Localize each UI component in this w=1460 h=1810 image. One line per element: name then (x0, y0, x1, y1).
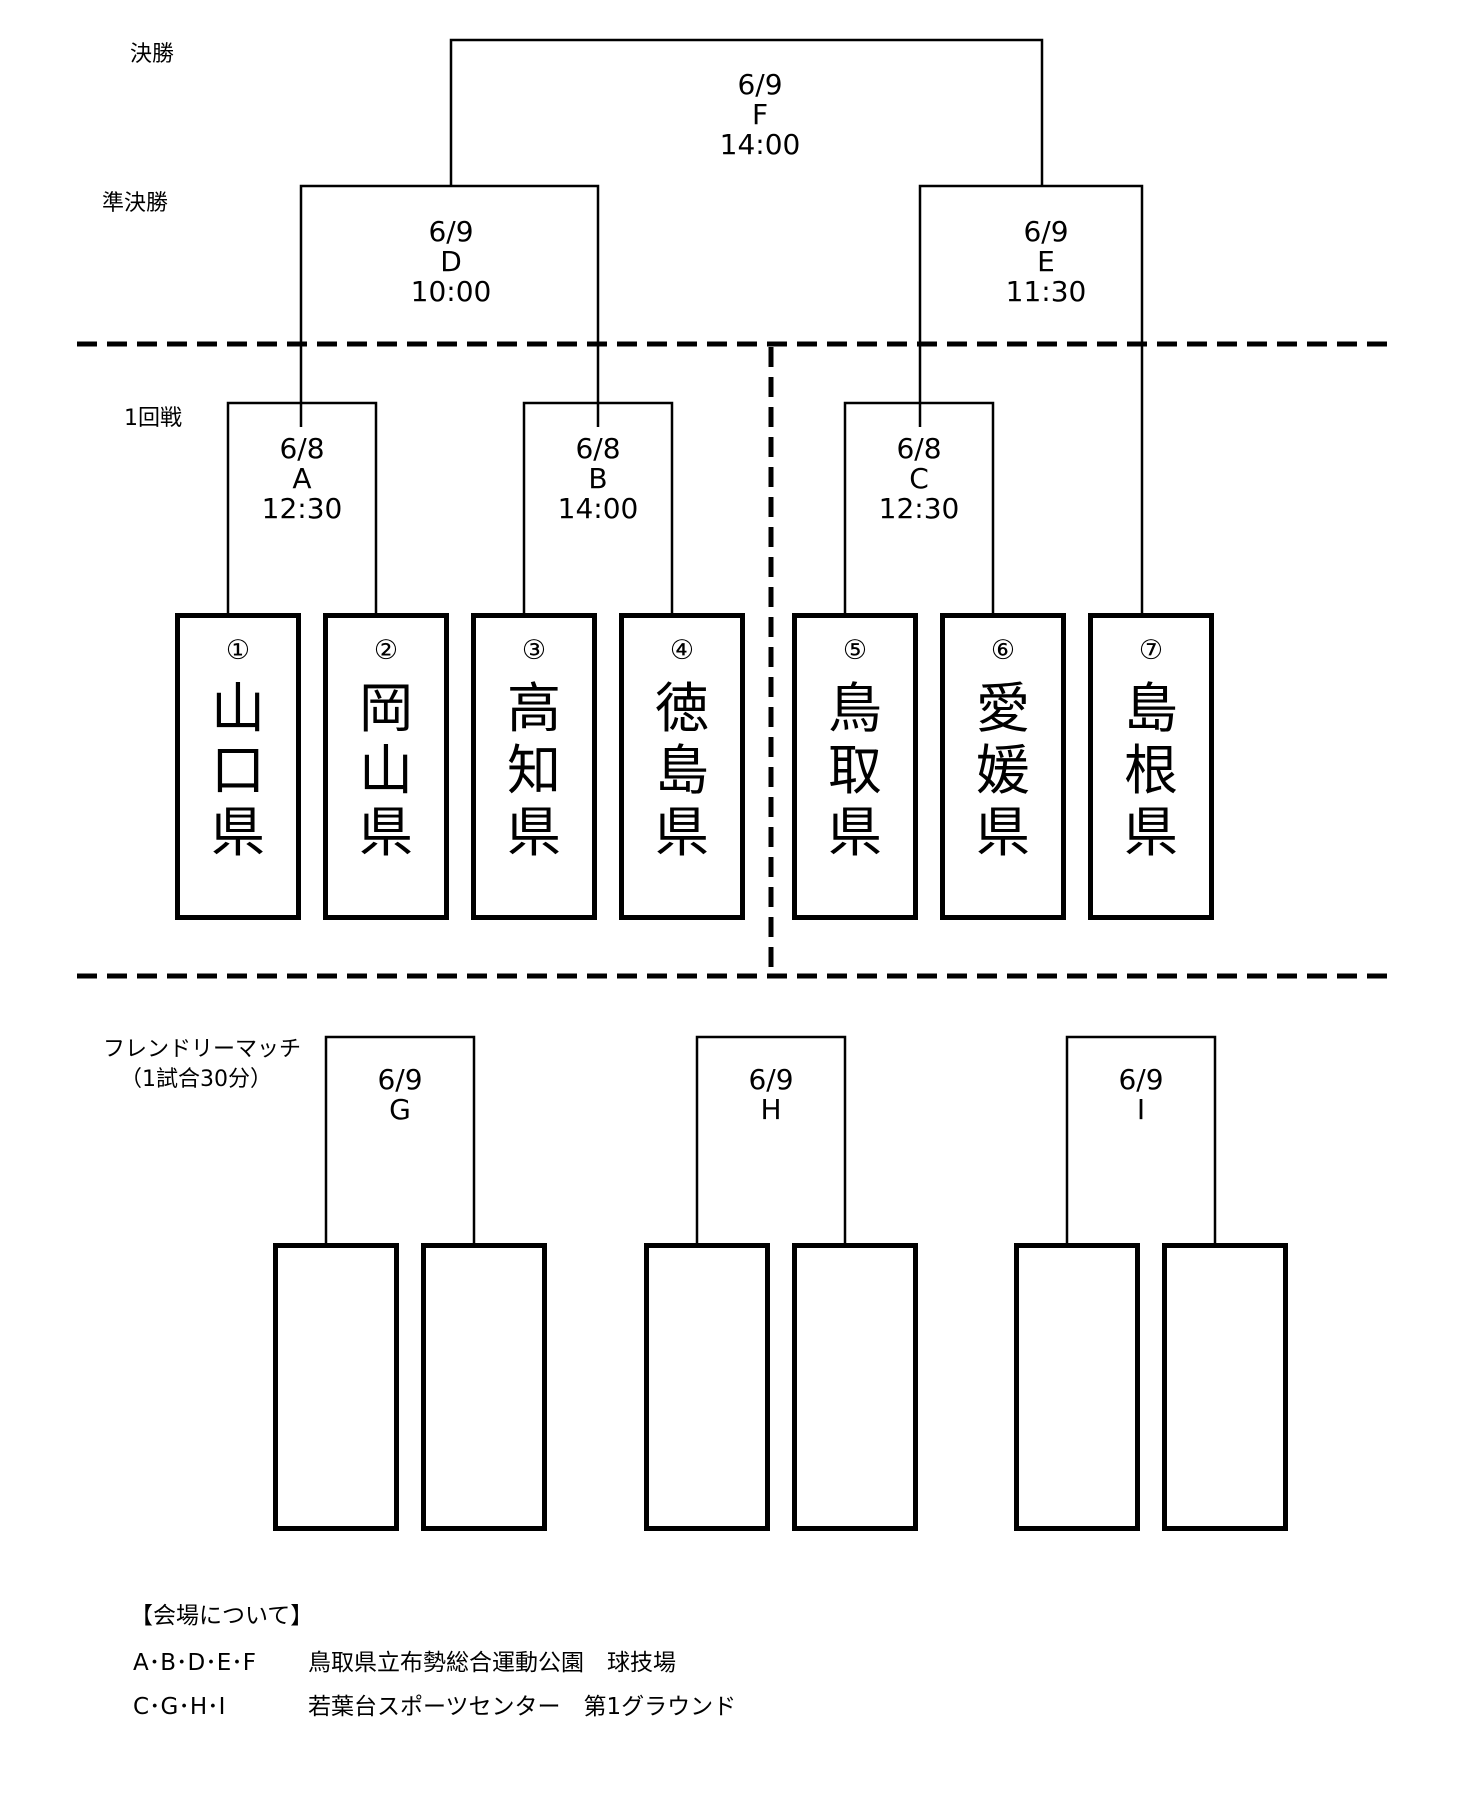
team-box: ① 山 口 県 (175, 613, 301, 920)
team-box: ⑥ 愛 媛 県 (940, 613, 1066, 920)
match-h-info: 6/9 H (661, 1065, 881, 1125)
match-f-time: 14:00 (719, 128, 801, 161)
match-e-info: 6/9 E 11:30 (936, 217, 1156, 307)
friendly-team-box (273, 1243, 399, 1531)
team-seed: ② (373, 635, 399, 666)
team-box: ④ 徳 島 県 (619, 613, 745, 920)
team-seed: ③ (521, 635, 547, 666)
match-c-info: 6/8 C 12:30 (809, 434, 1029, 524)
match-a-date: 6/8 (279, 432, 325, 465)
match-a-info: 6/8 A 12:30 (192, 434, 412, 524)
match-a-time: 12:30 (261, 492, 343, 525)
match-g-code: G (389, 1093, 411, 1126)
match-b-date: 6/8 (575, 432, 621, 465)
round-label-semifinal: 準決勝 (102, 191, 169, 216)
match-c-date: 6/8 (896, 432, 942, 465)
match-g-date: 6/9 (377, 1063, 423, 1096)
match-b-time: 14:00 (557, 492, 639, 525)
match-c-connector (843, 401, 995, 615)
match-i-code: I (1136, 1093, 1146, 1126)
team-box: ⑦ 島 根 県 (1088, 613, 1214, 920)
match-i-date: 6/9 (1118, 1063, 1164, 1096)
team-name: 徳 島 県 (655, 677, 709, 864)
round-label-friendly-note: （1試合30分） (120, 1067, 272, 1092)
match-e-date: 6/9 (1023, 215, 1069, 248)
team-name: 山 口 県 (211, 677, 265, 864)
match-g-info: 6/9 G (290, 1065, 510, 1125)
match-g-connector (324, 1035, 476, 1245)
team-name: 高 知 県 (507, 677, 561, 864)
match-a-connector (226, 401, 378, 615)
team-name: 岡 山 県 (359, 677, 413, 864)
friendly-team-box (421, 1243, 547, 1531)
venue-heading: 【会場について】 (130, 1603, 314, 1629)
round-label-friendly: フレンドリーマッチ (103, 1037, 302, 1062)
match-d-code: D (440, 245, 462, 278)
match-d-date: 6/9 (428, 215, 474, 248)
match-f-date: 6/9 (737, 68, 783, 101)
final-connector (449, 38, 1044, 186)
match-c-code: C (909, 462, 929, 495)
semifinal-d-connector (299, 184, 600, 427)
team-box: ② 岡 山 県 (323, 613, 449, 920)
match-e-time: 11:30 (1005, 275, 1087, 308)
match-h-date: 6/9 (748, 1063, 794, 1096)
match-d-info: 6/9 D 10:00 (341, 217, 561, 307)
team-seed: ⑦ (1138, 635, 1164, 666)
venue-row2-place: 若葉台スポーツセンター 第1グラウンド (308, 1694, 737, 1720)
friendly-team-box (1014, 1243, 1140, 1531)
team-box: ⑤ 鳥 取 県 (792, 613, 918, 920)
round-label-first-round: 1回戦 (124, 406, 182, 431)
match-e-code: E (1037, 245, 1055, 278)
team-name: 鳥 取 県 (828, 677, 882, 864)
round-label-final: 決勝 (130, 42, 175, 67)
venue-row2-codes: C･G･H･I (133, 1694, 226, 1720)
match-f-info: 6/9 F 14:00 (650, 70, 870, 160)
match-b-connector (522, 401, 674, 615)
friendly-team-box (792, 1243, 918, 1531)
team-seed: ① (225, 635, 251, 666)
match-i-info: 6/9 I (1031, 1065, 1251, 1125)
venue-row1-codes: A･B･D･E･F (133, 1650, 256, 1676)
match-b-info: 6/8 B 14:00 (488, 434, 708, 524)
team-box: ③ 高 知 県 (471, 613, 597, 920)
match-f-code: F (751, 98, 769, 131)
match-c-time: 12:30 (878, 492, 960, 525)
team-seed: ⑤ (842, 635, 868, 666)
team-name: 愛 媛 県 (976, 677, 1030, 864)
match-d-time: 10:00 (410, 275, 492, 308)
semifinal-e-connector (918, 184, 1144, 615)
match-b-code: B (588, 462, 608, 495)
friendly-team-box (1162, 1243, 1288, 1531)
match-a-code: A (292, 462, 312, 495)
venue-row1-place: 鳥取県立布勢総合運動公園 球技場 (308, 1650, 676, 1676)
team-seed: ⑥ (990, 635, 1016, 666)
match-h-connector (695, 1035, 847, 1245)
friendly-team-box (644, 1243, 770, 1531)
match-h-code: H (760, 1093, 782, 1126)
team-seed: ④ (669, 635, 695, 666)
match-i-connector (1065, 1035, 1217, 1245)
team-name: 島 根 県 (1124, 677, 1178, 864)
